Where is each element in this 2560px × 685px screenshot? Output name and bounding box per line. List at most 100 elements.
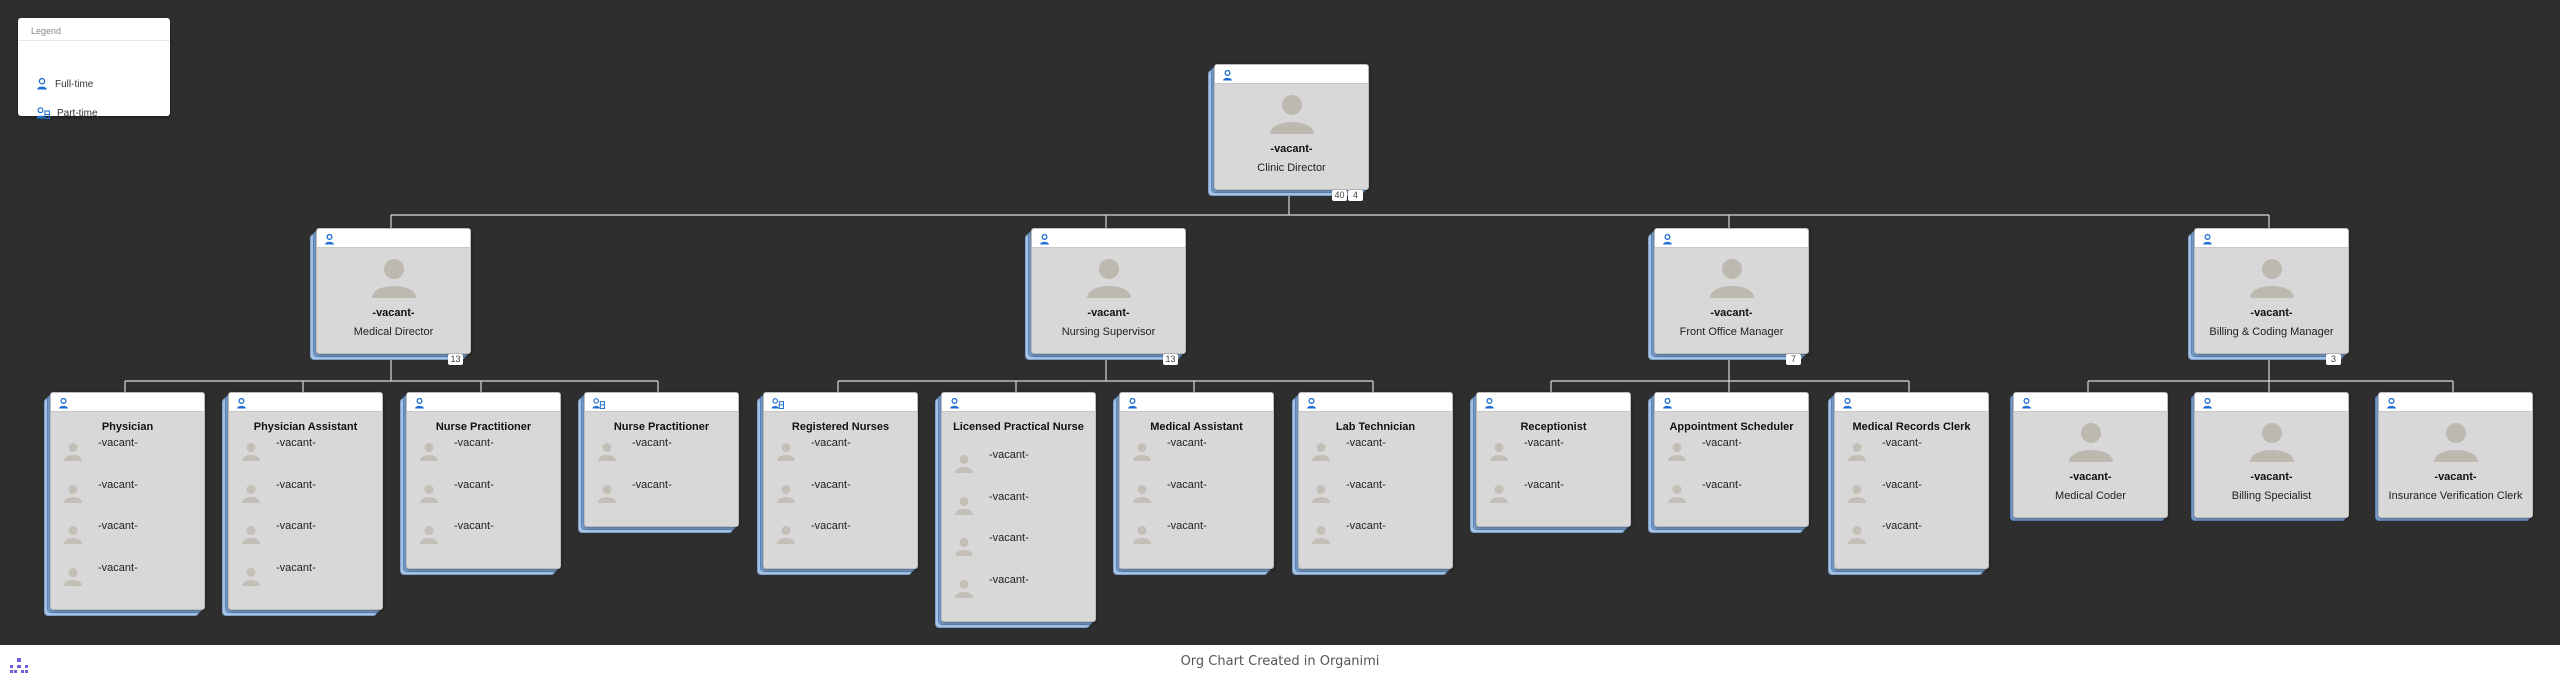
position-card[interactable]: -vacant-Clinic Director bbox=[1214, 64, 1369, 190]
vacant-slot[interactable]: -vacant- bbox=[1132, 435, 1265, 465]
card-header bbox=[1299, 393, 1452, 412]
person-icon bbox=[1484, 396, 1495, 414]
position-group-card[interactable]: Medical Records Clerk-vacant--vacant--va… bbox=[1828, 392, 1989, 575]
vacant-slot[interactable]: -vacant- bbox=[597, 477, 730, 507]
group-card-body[interactable]: Medical Assistant-vacant--vacant--vacant… bbox=[1119, 392, 1274, 569]
avatar-placeholder-icon bbox=[1847, 441, 1867, 461]
group-title: Appointment Scheduler bbox=[1669, 421, 1794, 433]
slot-name: -vacant- bbox=[1346, 478, 1386, 491]
slot-name: -vacant- bbox=[276, 478, 316, 491]
card-header bbox=[1215, 65, 1368, 84]
vacant-slot[interactable]: -vacant- bbox=[241, 435, 374, 465]
vacant-slot[interactable]: -vacant- bbox=[419, 477, 552, 507]
vacant-slot[interactable]: -vacant- bbox=[954, 447, 1087, 477]
group-card-body[interactable]: Lab Technician-vacant--vacant--vacant- bbox=[1298, 392, 1453, 569]
vacant-slot[interactable]: -vacant- bbox=[1311, 518, 1444, 548]
position-card[interactable]: -vacant-Billing Specialist bbox=[2194, 392, 2349, 518]
vacant-slot[interactable]: -vacant- bbox=[597, 435, 730, 465]
count-badge[interactable]: 3 bbox=[2326, 354, 2341, 365]
vacant-slot[interactable]: -vacant- bbox=[776, 477, 909, 507]
position-group-card[interactable]: Physician Assistant-vacant--vacant--vaca… bbox=[222, 392, 383, 616]
group-card-body[interactable]: Medical Records Clerk-vacant--vacant--va… bbox=[1834, 392, 1989, 569]
vacant-slot[interactable]: -vacant- bbox=[241, 560, 374, 590]
vacant-slot[interactable]: -vacant- bbox=[1311, 477, 1444, 507]
person-icon bbox=[37, 78, 47, 90]
person-icon bbox=[324, 232, 335, 250]
vacant-slot[interactable]: -vacant- bbox=[63, 477, 196, 507]
vacant-slot[interactable]: -vacant- bbox=[954, 572, 1087, 602]
count-badge[interactable]: 13 bbox=[1163, 354, 1178, 365]
group-card-body[interactable]: Receptionist-vacant--vacant- bbox=[1476, 392, 1631, 527]
count-badge[interactable]: 4 bbox=[1348, 190, 1363, 201]
vacant-slot[interactable]: -vacant- bbox=[954, 489, 1087, 519]
position-group-card[interactable]: Nurse Practitioner-vacant--vacant- bbox=[578, 392, 739, 533]
position-card[interactable]: -vacant-Medical Coder bbox=[2013, 392, 2168, 518]
slot-name: -vacant- bbox=[98, 520, 138, 532]
group-card-body[interactable]: Registered Nurses-vacant--vacant--vacant… bbox=[763, 392, 918, 569]
position-card[interactable]: -vacant-Nursing Supervisor bbox=[1031, 228, 1186, 354]
vacant-slot[interactable]: -vacant- bbox=[1847, 477, 1980, 507]
position-card[interactable]: -vacant-Front Office Manager bbox=[1654, 228, 1809, 354]
slot-name: -vacant- bbox=[811, 437, 851, 449]
slot-name: -vacant- bbox=[811, 478, 851, 491]
vacant-slot[interactable]: -vacant- bbox=[1489, 477, 1622, 507]
count-badge[interactable]: 7 bbox=[1786, 354, 1801, 365]
group-card-body[interactable]: Nurse Practitioner-vacant--vacant--vacan… bbox=[406, 392, 561, 569]
avatar-placeholder-icon bbox=[419, 483, 439, 503]
position-group-card[interactable]: Receptionist-vacant--vacant- bbox=[1470, 392, 1631, 533]
position-group-card[interactable]: Lab Technician-vacant--vacant--vacant- bbox=[1292, 392, 1453, 575]
vacant-slot[interactable]: -vacant- bbox=[1311, 435, 1444, 465]
vacant-slot[interactable]: -vacant- bbox=[419, 435, 552, 465]
group-card-body[interactable]: Licensed Practical Nurse-vacant--vacant-… bbox=[941, 392, 1096, 622]
group-card-body[interactable]: Physician-vacant--vacant--vacant--vacant… bbox=[50, 392, 205, 610]
count-badge[interactable]: 13 bbox=[448, 354, 463, 365]
vacant-slot[interactable]: -vacant- bbox=[954, 530, 1087, 560]
vacant-slot[interactable]: -vacant- bbox=[1489, 435, 1622, 465]
position-group-card[interactable]: Licensed Practical Nurse-vacant--vacant-… bbox=[935, 392, 1096, 628]
card-header bbox=[1032, 229, 1185, 248]
position-group-card[interactable]: Appointment Scheduler -vacant- -vacant- bbox=[1648, 392, 1809, 533]
group-card-body[interactable]: Appointment Scheduler -vacant- -vacant- bbox=[1654, 392, 1809, 527]
avatar-placeholder-icon bbox=[63, 441, 83, 461]
position-card[interactable]: -vacant-Insurance Verification Clerk bbox=[2378, 392, 2533, 518]
slot-name: -vacant- bbox=[632, 437, 672, 449]
node-single-2[interactable]: -vacant-Billing Specialist bbox=[2191, 392, 2349, 521]
position-group-card[interactable]: Registered Nurses-vacant--vacant--vacant… bbox=[757, 392, 918, 575]
avatar-placeholder-icon bbox=[2432, 420, 2480, 462]
vacant-slot[interactable]: -vacant- bbox=[1132, 477, 1265, 507]
vacant-slot[interactable]: -vacant- bbox=[63, 518, 196, 548]
position-card[interactable]: -vacant-Billing & Coding Manager bbox=[2194, 228, 2349, 354]
person-name: -vacant- bbox=[372, 307, 415, 319]
vacant-slot[interactable]: -vacant- bbox=[241, 518, 374, 548]
vacant-slot[interactable]: -vacant- bbox=[63, 560, 196, 590]
avatar-placeholder-icon bbox=[597, 483, 617, 503]
position-card[interactable]: -vacant-Medical Director bbox=[316, 228, 471, 354]
vacant-slot[interactable]: -vacant- bbox=[1667, 477, 1800, 507]
position-group-card[interactable]: Physician-vacant--vacant--vacant--vacant… bbox=[44, 392, 205, 616]
org-chart-canvas[interactable]: Legend Full-time Part-time -vacant-Clini… bbox=[0, 0, 2560, 645]
group-card-body[interactable]: Physician Assistant-vacant--vacant--vaca… bbox=[228, 392, 383, 610]
vacant-slot[interactable]: -vacant- bbox=[419, 518, 552, 548]
vacant-slot[interactable]: -vacant- bbox=[1847, 518, 1980, 548]
vacant-slot[interactable]: -vacant- bbox=[1667, 435, 1800, 465]
slot-name: -vacant- bbox=[98, 478, 138, 491]
card-header bbox=[1655, 393, 1808, 412]
node-single-3[interactable]: -vacant-Insurance Verification Clerk bbox=[2375, 392, 2533, 521]
vacant-slot[interactable]: -vacant- bbox=[776, 435, 909, 465]
vacant-slot[interactable]: -vacant- bbox=[1847, 435, 1980, 465]
vacant-slot[interactable]: -vacant- bbox=[63, 435, 196, 465]
vacant-slot[interactable]: -vacant- bbox=[1132, 518, 1265, 548]
position-group-card[interactable]: Medical Assistant-vacant--vacant--vacant… bbox=[1113, 392, 1274, 575]
group-card-body[interactable]: Nurse Practitioner-vacant--vacant- bbox=[584, 392, 739, 527]
count-badge[interactable]: 40 bbox=[1332, 190, 1347, 201]
node-single-1[interactable]: -vacant-Medical Coder bbox=[2010, 392, 2168, 521]
vacant-slot[interactable]: -vacant- bbox=[241, 477, 374, 507]
vacant-slot[interactable]: -vacant- bbox=[776, 518, 909, 548]
position-group-card[interactable]: Nurse Practitioner-vacant--vacant--vacan… bbox=[400, 392, 561, 575]
card-header bbox=[2195, 393, 2348, 412]
